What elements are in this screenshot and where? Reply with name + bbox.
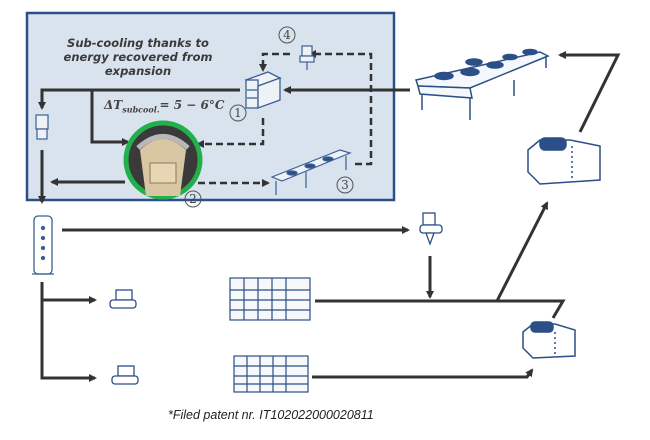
receiver-icon: [32, 215, 54, 275]
mt-expansion-valve-icon: [419, 212, 443, 246]
svg-text:3: 3: [341, 178, 349, 192]
line-cabinet1-out: [315, 299, 566, 319]
marker-4: 4: [278, 26, 296, 44]
title-line: Sub-cooling thanks to: [67, 36, 209, 50]
dashed-gascooler-up: [308, 50, 373, 166]
display-cabinet-icon: [229, 277, 311, 321]
compressor-top-icon: [527, 137, 601, 185]
condenser-icon: [415, 48, 550, 120]
heat-exchanger-icon: [244, 71, 282, 109]
display-cabinet-icon: [233, 355, 309, 393]
title-line: expansion: [104, 64, 172, 78]
line-receiver-down: [40, 282, 97, 382]
solenoid-valve-icon: [109, 289, 137, 309]
solid-flow-lines: [38, 51, 621, 382]
expansion-valve-icon: [299, 45, 315, 70]
delta-t-value: = 5 − 6°C: [159, 98, 225, 112]
expander-icon: [123, 120, 203, 200]
subcooling-delta-label: ΔTsubcool.= 5 − 6°C: [104, 98, 224, 114]
svg-text:2: 2: [189, 192, 197, 206]
compressor-bottom-icon: [522, 321, 576, 359]
line-cabinet2-out: [312, 368, 534, 379]
svg-text:1: 1: [234, 106, 242, 120]
svg-text:4: 4: [283, 28, 291, 42]
gas-cooler-icon: [270, 149, 352, 195]
line-branch-to-expander: [90, 90, 130, 146]
valve-icon: [35, 114, 49, 140]
highlight-title: Sub-cooling thanks to energy recovered f…: [48, 36, 228, 78]
line-hx-to-left: [38, 88, 240, 110]
subcooling-highlight-box: [25, 11, 396, 202]
dashed-hx-to-expander: [196, 118, 265, 148]
title-line: energy recovered from: [63, 50, 213, 64]
line-compressor-to-condenser: [558, 51, 621, 133]
line-to-top-compressor: [495, 201, 549, 302]
dashed-valve-to-hx: [259, 52, 290, 72]
marker-3: 3: [336, 176, 354, 194]
patent-footnote: *Filed patent nr. IT102022000020811: [168, 408, 374, 422]
marker-1: 1: [229, 104, 247, 122]
solenoid-valve-icon: [111, 365, 139, 385]
delta-t-symbol: ΔT: [104, 98, 123, 112]
delta-t-subscript: subcool.: [122, 104, 160, 115]
marker-2: 2: [184, 190, 202, 208]
dashed-flow-lines: [196, 50, 373, 187]
